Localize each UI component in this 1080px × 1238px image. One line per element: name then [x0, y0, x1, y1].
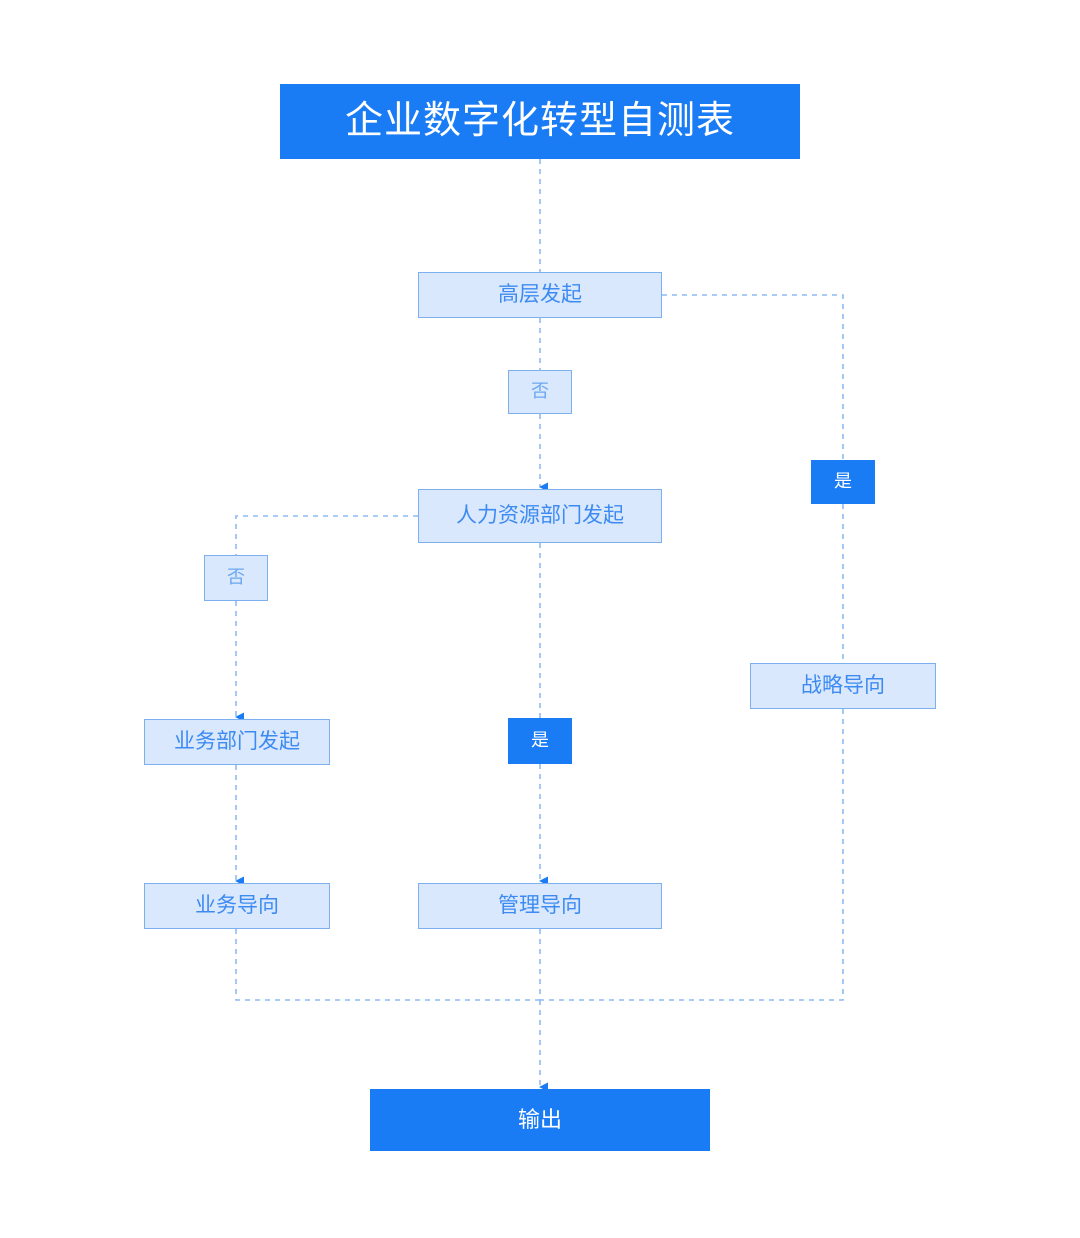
node-yes-1-label: 是: [834, 471, 852, 492]
node-no-1-label: 否: [531, 381, 549, 402]
node-output-label: 输出: [517, 1106, 562, 1132]
node-management: 管理导向: [418, 883, 662, 929]
node-yes-2-label: 是: [531, 730, 549, 751]
edge-bizorient-to-merge: [235, 929, 540, 1001]
node-business-dept: 业务部门发起: [144, 719, 330, 765]
node-no-1: 否: [508, 370, 572, 414]
edge-top-to-yes1: [662, 294, 844, 460]
node-hr-department-label: 人力资源部门发起: [456, 504, 624, 528]
edge-strategy-to-merge: [540, 709, 844, 1001]
node-management-label: 管理导向: [498, 894, 582, 918]
node-business-orient-label: 业务导向: [195, 894, 279, 918]
node-strategy-label: 战略导向: [801, 674, 885, 698]
node-yes-1: 是: [811, 460, 875, 504]
node-no-2: 否: [204, 555, 268, 601]
flowchart-title: 企业数字化转型自测表: [280, 84, 800, 159]
node-output: 输出: [370, 1089, 710, 1151]
node-no-2-label: 否: [227, 567, 245, 588]
node-hr-department: 人力资源部门发起: [418, 489, 662, 543]
edge-hr-to-no2: [235, 515, 418, 555]
node-strategy: 战略导向: [750, 663, 936, 709]
node-yes-2: 是: [508, 718, 572, 764]
node-business-orient: 业务导向: [144, 883, 330, 929]
node-business-dept-label: 业务部门发起: [174, 730, 300, 754]
node-top-management: 高层发起: [418, 272, 662, 318]
node-top-management-label: 高层发起: [498, 283, 582, 307]
flowchart-title-label: 企业数字化转型自测表: [344, 99, 735, 142]
